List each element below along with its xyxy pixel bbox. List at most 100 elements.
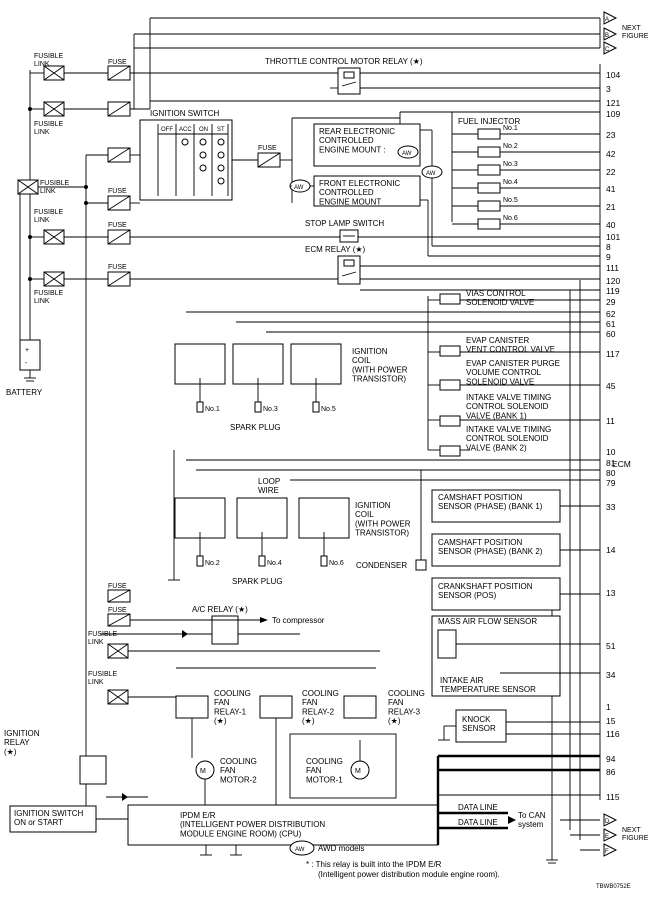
pin-8: 8 (606, 242, 611, 252)
injector-2-icon (477, 146, 501, 158)
stop-lamp-label: STOP LAMP SWITCH (305, 219, 384, 228)
injector-2-label: No.2 (503, 143, 518, 150)
connector-f-label: F (605, 849, 609, 855)
maf-label: MASS AIR FLOW SENSOR (438, 617, 537, 626)
battery-label: BATTERY (6, 388, 43, 397)
injector-1-label: No.1 (503, 125, 518, 132)
spark-plug-no-1-icon (196, 401, 204, 413)
pin-121: 121 (606, 98, 620, 108)
pin-15: 15 (606, 716, 616, 726)
pin-3: 3 (606, 84, 611, 94)
connector-f-icon (603, 843, 618, 857)
battery-icon (19, 339, 41, 371)
pin-1: 1 (606, 702, 611, 712)
stop-lamp-switch: STOP LAMP SWITCH (305, 219, 384, 243)
pin-34: 34 (606, 670, 616, 680)
pin-51: 51 (606, 641, 616, 651)
spark-plug-no-2-icon (196, 555, 204, 567)
star-note-2: (Intelligent power distribution module e… (318, 870, 500, 879)
connector-b-icon (603, 27, 618, 41)
connector-e-icon (603, 828, 618, 842)
injector-5-label: No.5 (503, 197, 518, 204)
ecm-pin-column: 104 3 121 109 23 42 22 41 21 40 101 8 9 … (599, 64, 631, 802)
injector-3-icon (477, 164, 501, 176)
pin-116: 116 (606, 729, 620, 739)
pin-120: 120 (606, 276, 620, 286)
aw-note: AWD models (318, 844, 364, 853)
spark-plug-label-2: SPARK PLUG (232, 577, 283, 586)
pin-101: 101 (606, 232, 620, 242)
star-note-1: * : This relay is built into the IPDM E/… (306, 860, 442, 869)
connector-e-label: E (605, 834, 609, 840)
ign-col-st: ST (217, 127, 225, 133)
ignition-switch: IGNITION SWITCH OFF ACC ON ST (139, 109, 400, 203)
pin-86: 86 (606, 767, 616, 777)
pin-115: 115 (606, 792, 620, 802)
fuses: FUSE FUSE FUSE FUSE FUSE (107, 59, 281, 287)
ecm-relay-label: ECM RELAY (★) (305, 245, 366, 254)
connector-d-icon (603, 813, 618, 827)
spark-plug-no-2-label: No.2 (205, 560, 220, 567)
pin-81: 81 (606, 458, 616, 468)
injector-5-icon (477, 200, 501, 212)
spark-plug-no-4-icon (258, 555, 266, 567)
svg-text:M: M (200, 768, 206, 775)
ecm-label: ECM (612, 459, 631, 469)
spark-plug-no-4-label: No.4 (267, 560, 282, 567)
spark-plug-no-1-label: No.1 (205, 406, 220, 413)
pin-33: 33 (606, 502, 616, 512)
ac-relay-label: A/C RELAY (★) (192, 605, 248, 614)
fuse-label-ac-1: FUSE (108, 583, 127, 590)
fuse-label-ac-2: FUSE (108, 607, 127, 614)
pin-29: 29 (606, 297, 616, 307)
pin-117: 117 (606, 349, 620, 359)
pin-109: 109 (606, 109, 620, 119)
connector-c-label: C (605, 47, 610, 53)
injector-6-icon (477, 218, 501, 230)
aw-tag-rear (397, 145, 419, 159)
svg-text:AW: AW (294, 185, 304, 191)
condenser-icon (415, 559, 427, 571)
injector-1-icon (477, 128, 501, 140)
to-compressor-label: To compressor (272, 616, 325, 625)
svg-text:AW: AW (426, 171, 436, 177)
data-line-label-1: DATA LINE (458, 803, 498, 812)
pin-40: 40 (606, 220, 616, 230)
injector-3-label: No.3 (503, 161, 518, 168)
pin-42: 42 (606, 149, 616, 159)
injector-4-icon (477, 182, 501, 194)
pin-79: 79 (606, 478, 616, 488)
svg-text:-: - (25, 360, 28, 367)
throttle-control-motor-relay: THROTTLE CONTROL MOTOR RELAY (★) (265, 57, 600, 95)
pin-45: 45 (606, 381, 616, 391)
connector-b-label: B (605, 33, 609, 39)
connector-d-label: D (605, 819, 610, 825)
svg-text:AW: AW (295, 847, 305, 853)
pin-80: 80 (606, 468, 616, 478)
